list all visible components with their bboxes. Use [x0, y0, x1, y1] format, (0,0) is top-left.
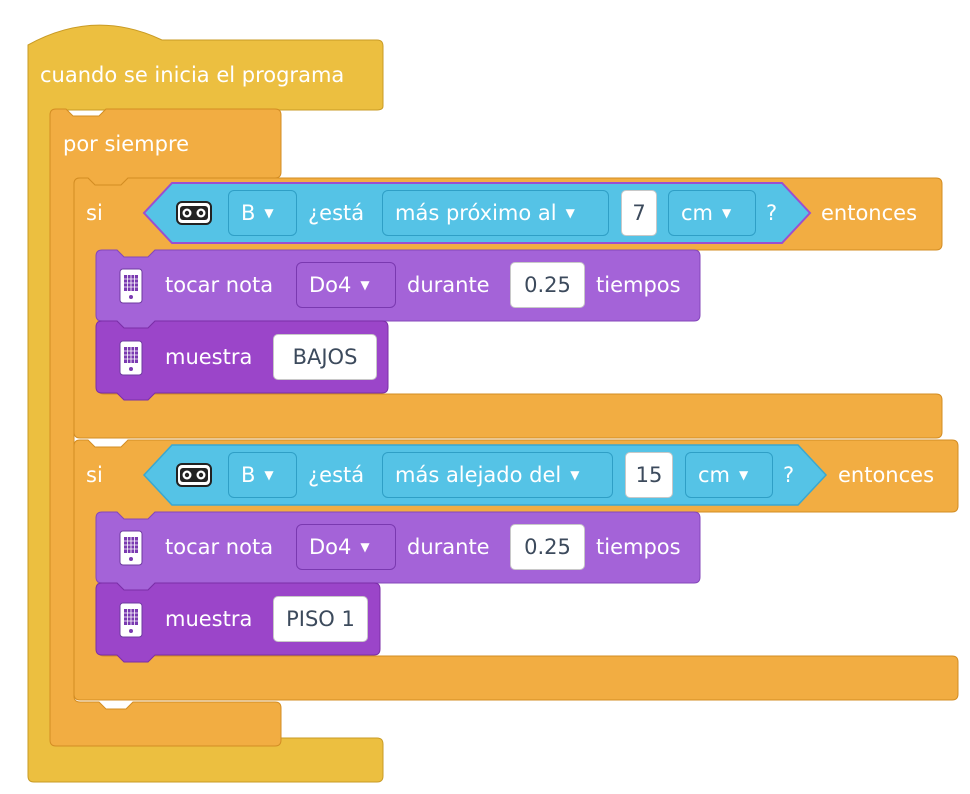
beats-field-2[interactable]: 0.25	[510, 524, 585, 570]
unit-dropdown-1[interactable]: cm ▼	[668, 190, 756, 236]
distance-sensor-icon	[176, 201, 212, 225]
if-label-2: si	[86, 463, 103, 487]
question-mark-2: ?	[783, 463, 795, 487]
comparison-value: más próximo al	[395, 201, 557, 225]
distance-sensor-icon	[176, 463, 212, 487]
distance-value-field-2[interactable]: 15	[625, 452, 673, 498]
note-dropdown-2[interactable]: Do4 ▼	[296, 524, 396, 570]
then-label-2: entonces	[838, 463, 935, 487]
chevron-down-icon: ▼	[264, 468, 274, 482]
chevron-down-icon: ▼	[739, 468, 749, 482]
port-dropdown-1[interactable]: B▼	[228, 190, 297, 236]
during-label-2: durante	[407, 535, 490, 559]
note-value: Do4	[309, 535, 352, 559]
beats-field-1[interactable]: 0.25	[510, 262, 585, 308]
note-value: Do4	[309, 273, 352, 297]
hat-label: cuando se inicia el programa	[40, 63, 345, 87]
then-label-1: entonces	[821, 201, 918, 225]
show-text-field-1[interactable]: BAJOS	[273, 334, 377, 380]
chevron-down-icon: ▼	[264, 206, 274, 220]
unit-value: cm	[698, 463, 731, 487]
chevron-down-icon: ▼	[722, 206, 732, 220]
play-note-label-2: tocar nota	[165, 535, 274, 559]
chevron-down-icon: ▼	[565, 206, 575, 220]
comparison-dropdown-2[interactable]: más alejado del ▼	[382, 452, 613, 498]
question-label-2: ¿está	[308, 463, 365, 487]
forever-label: por siempre	[63, 132, 190, 156]
show-text-field-2[interactable]: PISO 1	[273, 596, 368, 642]
play-note-label-1: tocar nota	[165, 273, 274, 297]
question-label-1: ¿está	[308, 201, 365, 225]
show-label-2: muestra	[165, 607, 253, 631]
beats-label-2: tiempos	[596, 535, 681, 559]
chevron-down-icon: ▼	[570, 468, 580, 482]
distance-value-field-1[interactable]: 7	[621, 190, 657, 236]
microbit-icon	[119, 268, 143, 304]
microbit-icon	[119, 340, 143, 376]
chevron-down-icon: ▼	[360, 540, 370, 554]
unit-value: cm	[681, 201, 714, 225]
port-value: B	[241, 463, 256, 487]
port-value: B	[241, 201, 256, 225]
show-label-1: muestra	[165, 345, 253, 369]
comparison-dropdown-1[interactable]: más próximo al ▼	[382, 190, 609, 236]
note-dropdown-1[interactable]: Do4 ▼	[296, 262, 396, 308]
beats-label-1: tiempos	[596, 273, 681, 297]
if-label-1: si	[86, 201, 103, 225]
chevron-down-icon: ▼	[360, 278, 370, 292]
microbit-icon	[119, 530, 143, 566]
comparison-value: más alejado del	[395, 463, 562, 487]
unit-dropdown-2[interactable]: cm ▼	[685, 452, 773, 498]
question-mark-1: ?	[766, 201, 778, 225]
port-dropdown-2[interactable]: B▼	[228, 452, 297, 498]
during-label-1: durante	[407, 273, 490, 297]
microbit-icon	[119, 602, 143, 638]
